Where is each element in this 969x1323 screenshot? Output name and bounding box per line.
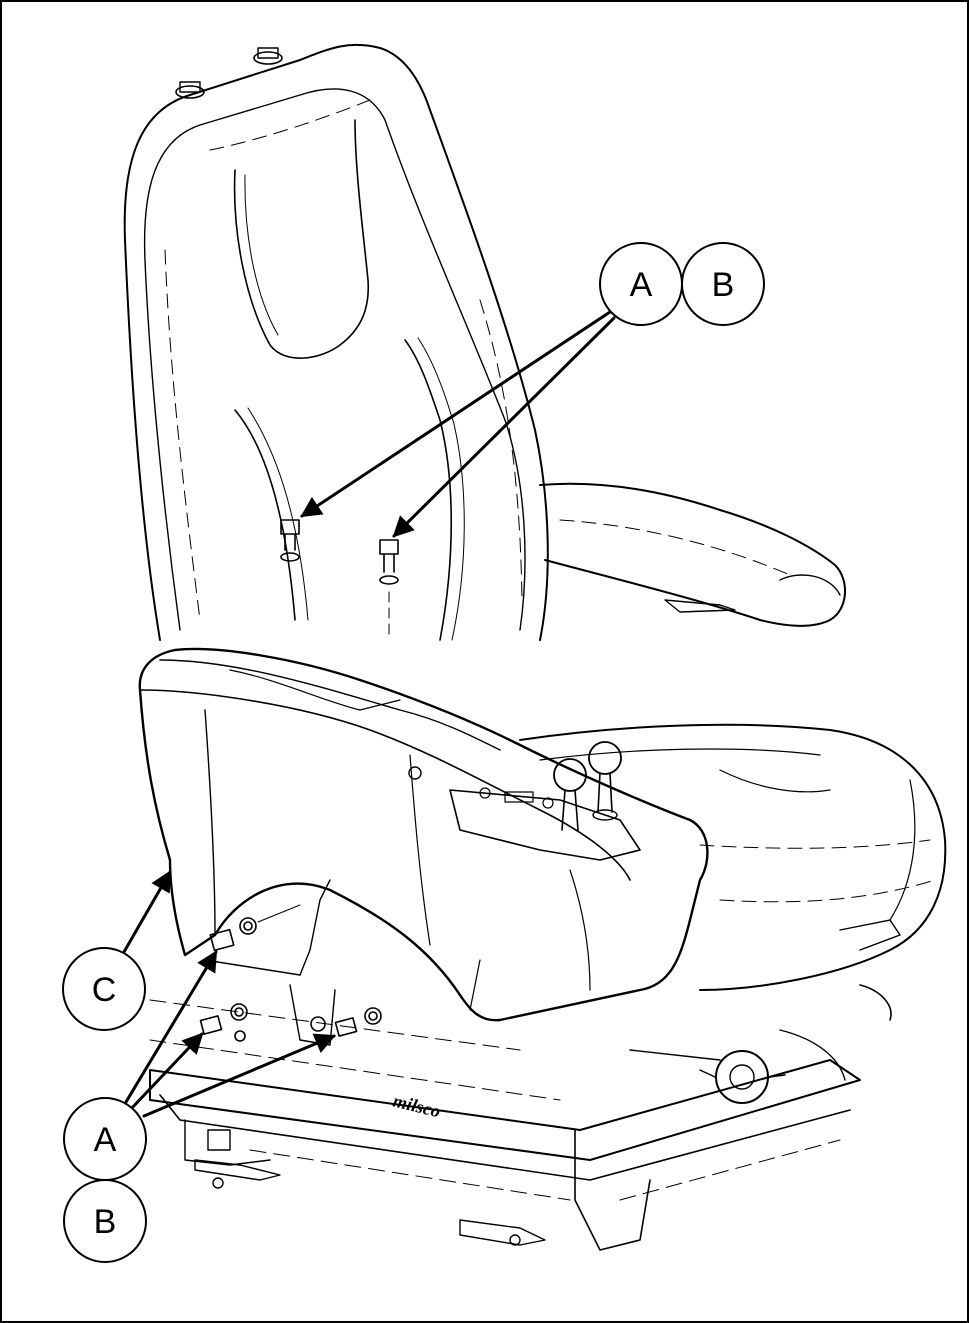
callout-b-top: B: [681, 242, 765, 326]
svg-text:B: B: [712, 266, 735, 304]
leader-c-to-console: [122, 870, 172, 954]
leader-a-to-right-bolt: [392, 316, 616, 538]
svg-text:C: C: [92, 971, 117, 1009]
svg-text:A: A: [94, 1121, 117, 1159]
console-bolt-lower-right: [310, 1007, 382, 1037]
leader-lines: [122, 310, 616, 1118]
leader-a-to-left-bolt: [300, 310, 612, 518]
manufacturer-logo: milsco: [391, 1090, 442, 1121]
callout-b-bottom: B: [63, 1179, 147, 1263]
backrest: [123, 43, 549, 641]
suspension-base: [149, 919, 901, 1251]
svg-text:B: B: [94, 1203, 117, 1241]
leader-a-to-lower-left-bolt: [128, 1032, 204, 1112]
callout-a-bottom: A: [63, 1097, 147, 1181]
console-bolt-lower-left: [199, 1003, 248, 1042]
control-console: [138, 647, 709, 1046]
callout-c: C: [62, 947, 146, 1031]
seat-cushion: [519, 723, 947, 991]
console-bolt-upper: [209, 904, 301, 952]
armrest: [539, 482, 847, 627]
callout-a-top: A: [599, 242, 683, 326]
leader-a-to-lower-right-bolt: [142, 1033, 336, 1118]
leader-a-to-upper-bolt: [124, 950, 218, 1104]
backrest-bolt-right: [379, 539, 399, 641]
svg-text:A: A: [630, 266, 653, 304]
backrest-bolt-left: [280, 519, 300, 562]
